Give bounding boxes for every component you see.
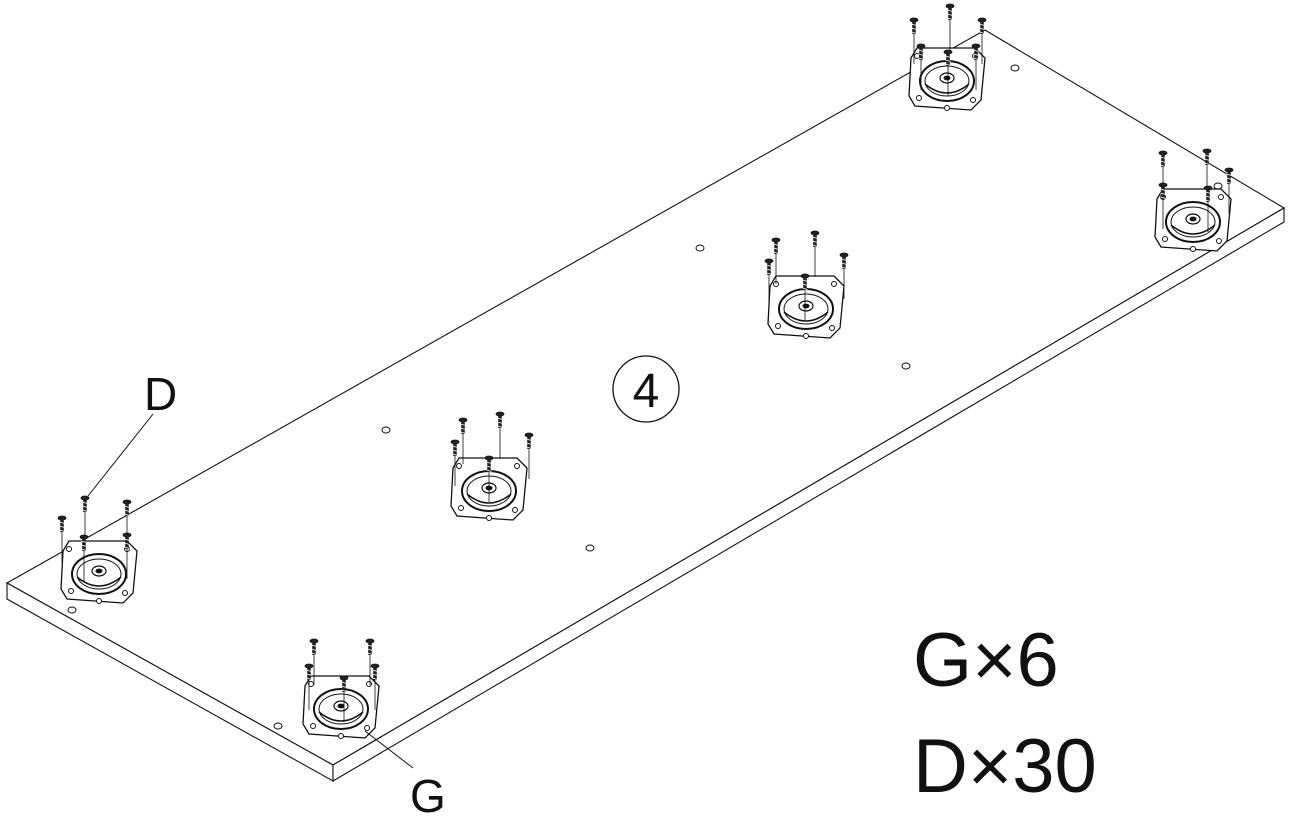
pre-drilled-holes (67, 64, 1223, 730)
foot-left (57, 495, 138, 605)
step-number: 4 (633, 365, 660, 418)
foot-leader-line (364, 730, 414, 769)
foot-top (908, 3, 987, 112)
screw-leader-line (87, 413, 154, 497)
foot-callout-label: G (410, 770, 446, 819)
quantity-screws: D×30 (913, 724, 1097, 809)
screw-callout-label: D (144, 368, 177, 420)
step-number-circle (612, 355, 680, 423)
quantity-feet: G×6 (913, 618, 1059, 703)
